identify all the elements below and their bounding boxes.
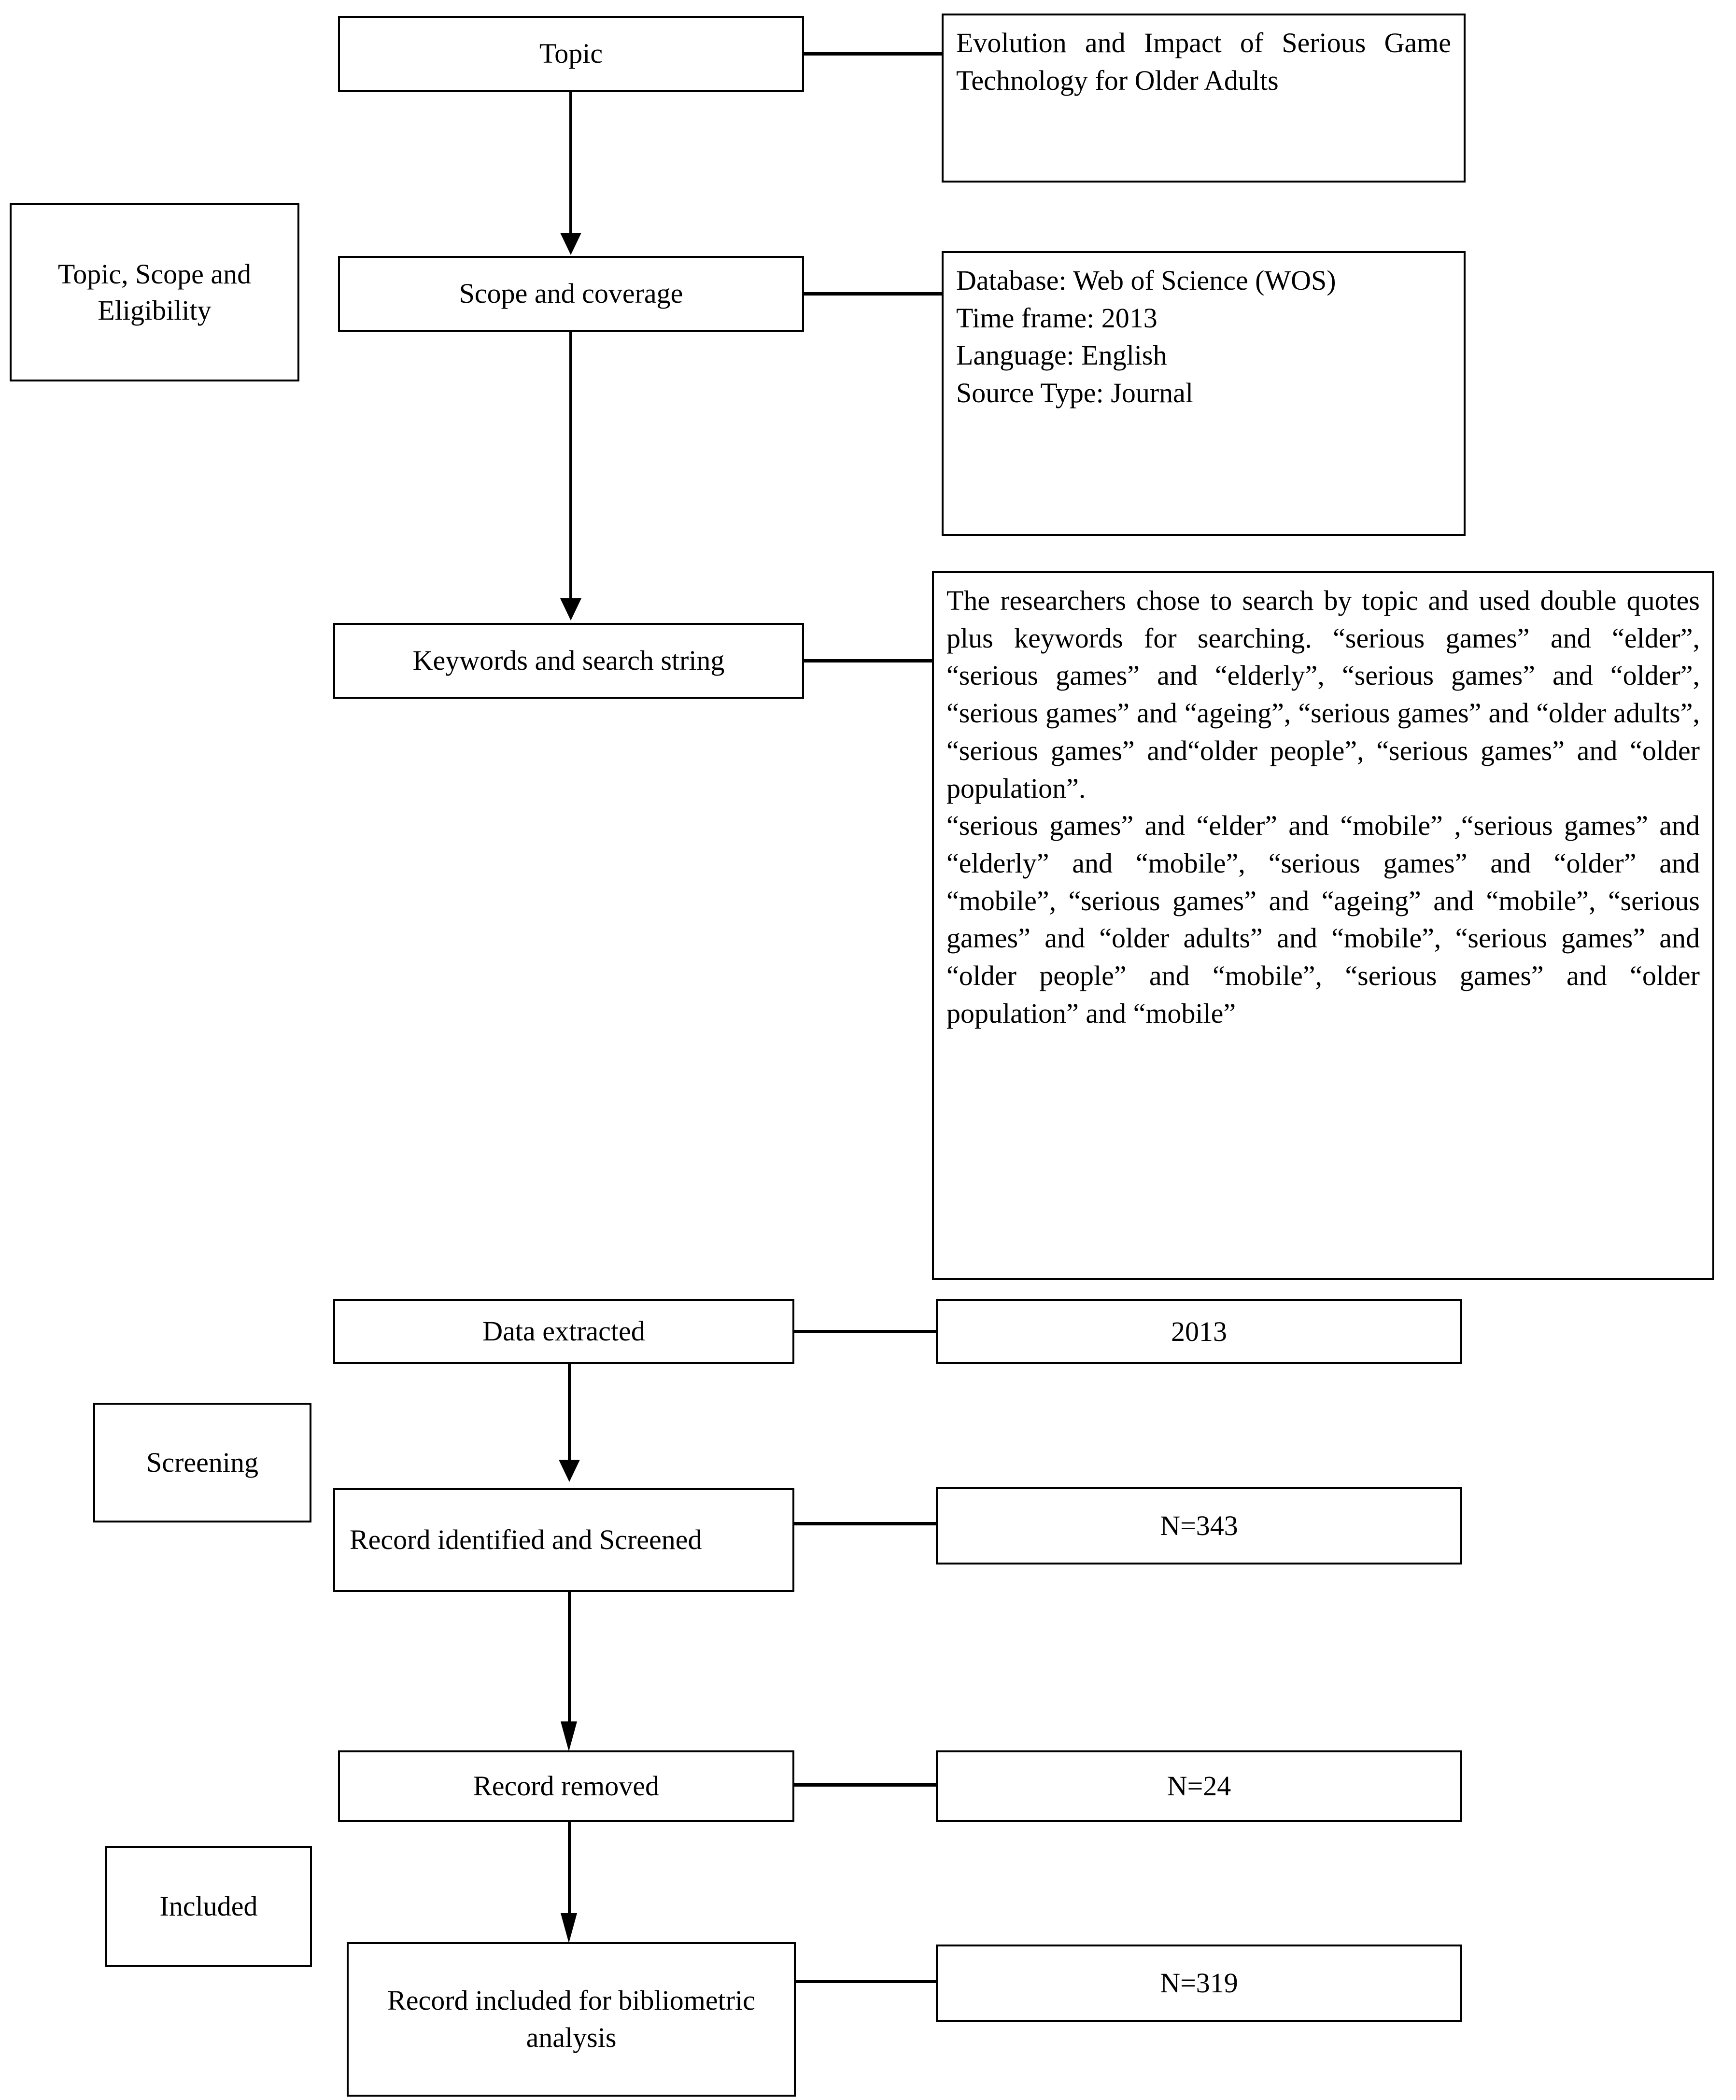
step-label-keywords: Keywords and search string: [412, 645, 725, 677]
detail-scope-line-language: Language: English: [956, 339, 1167, 371]
connector-topic-to-detail: [804, 52, 942, 56]
flow-arrow-data-extracted-to-record-identified: [559, 1460, 580, 1482]
detail-keywords-intro: The researchers chose to search by topic…: [946, 585, 1700, 654]
detail-scope-line-database: Database: Web of Science (WOS): [956, 265, 1336, 296]
detail-keywords-text: The researchers chose to search by topic…: [934, 573, 1712, 1039]
step-box-record-removed: Record removed: [338, 1750, 794, 1822]
detail-box-scope: Database: Web of Science (WOS) Time fram…: [942, 251, 1466, 536]
flow-arrow-topic-to-scope: [560, 233, 581, 255]
step-box-topic: Topic: [338, 16, 804, 92]
flow-line-topic-to-scope: [569, 92, 572, 235]
detail-scope-line-time-frame: Time frame: 2013: [956, 302, 1157, 334]
step-label-record-identified: Record identified and Screened: [350, 1524, 702, 1556]
detail-scope-lines: Database: Web of Science (WOS) Time fram…: [944, 253, 1464, 419]
detail-box-keywords: The researchers chose to search by topic…: [932, 571, 1714, 1280]
connector-record-identified-to-detail: [794, 1522, 936, 1525]
flow-arrow-record-identified-to-record-removed: [561, 1721, 577, 1751]
stage-label-text: Topic, Scope and Eligibility: [57, 258, 252, 326]
step-label-scope: Scope and coverage: [459, 278, 683, 310]
detail-record-removed-value: N=24: [1167, 1770, 1231, 1802]
step-label-topic: Topic: [539, 38, 603, 70]
step-box-record-included-for-bibliometric-analysis: Record included for bibliometric analysi…: [347, 1942, 796, 2097]
detail-box-record-identified-count: N=343: [936, 1487, 1462, 1564]
detail-record-identified-value: N=343: [1160, 1510, 1238, 1542]
detail-data-extracted-value: 2013: [1171, 1315, 1227, 1347]
step-label-record-removed: Record removed: [473, 1770, 659, 1802]
detail-box-record-included-count: N=319: [936, 1945, 1462, 2022]
step-box-record-identified-and-screened: Record identified and Screened: [333, 1488, 794, 1592]
stage-label-topic-scope-eligibility: Topic, Scope and Eligibility: [10, 203, 299, 381]
connector-keywords-to-detail: [804, 659, 932, 662]
detail-keywords-list-1: “serious games” and “elder”, “serious ga…: [946, 622, 1700, 804]
connector-record-removed-to-detail: [794, 1783, 936, 1787]
connector-data-extracted-to-detail: [794, 1330, 936, 1333]
detail-record-included-value: N=319: [1160, 1967, 1238, 1999]
detail-box-record-removed-count: N=24: [936, 1750, 1462, 1822]
flow-arrow-record-removed-to-record-included: [561, 1913, 577, 1943]
stage-label-included: Included: [105, 1846, 312, 1967]
step-box-keywords-and-search-string: Keywords and search string: [333, 623, 804, 699]
flow-line-data-extracted-to-record-identified: [568, 1364, 571, 1462]
flow-arrow-scope-to-keywords: [560, 598, 581, 620]
flow-line-record-identified-to-record-removed: [568, 1592, 571, 1723]
connector-record-included-to-detail: [796, 1980, 936, 1983]
detail-scope-line-source-type: Source Type: Journal: [956, 377, 1193, 409]
detail-topic-text: Evolution and Impact of Serious Game Tec…: [956, 27, 1451, 96]
flow-line-record-removed-to-record-included: [568, 1822, 571, 1916]
step-box-data-extracted: Data extracted: [333, 1299, 794, 1364]
stage-label-screening: Screening: [93, 1403, 311, 1522]
detail-keywords-paragraph-2: “serious games” and “elder” and “mobile”…: [946, 810, 1700, 1029]
detail-keywords-paragraph-1: The researchers chose to search by topic…: [946, 585, 1700, 804]
step-box-scope-and-coverage: Scope and coverage: [338, 256, 804, 332]
detail-box-topic: Evolution and Impact of Serious Game Tec…: [942, 14, 1466, 183]
stage-label-text: Included: [159, 1890, 258, 1922]
detail-box-data-extracted: 2013: [936, 1299, 1462, 1364]
flow-line-scope-to-keywords: [569, 332, 572, 600]
stage-label-text: Screening: [146, 1447, 258, 1479]
connector-scope-to-detail: [804, 292, 942, 296]
step-label-data-extracted: Data extracted: [482, 1315, 645, 1347]
step-label-record-included: Record included for bibliometric analysi…: [387, 1985, 755, 2053]
